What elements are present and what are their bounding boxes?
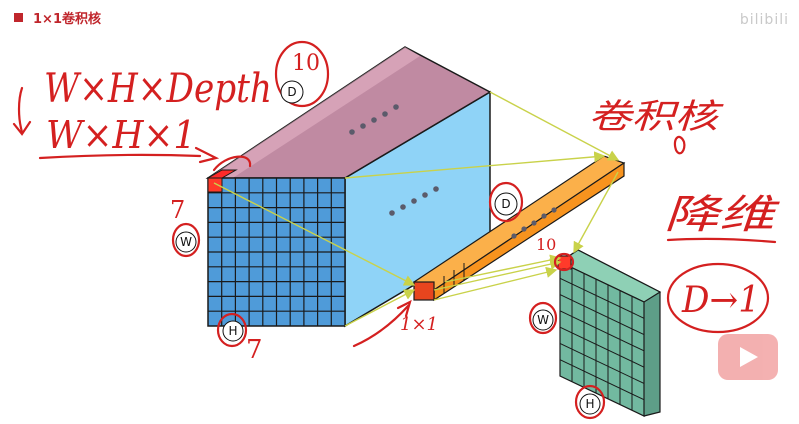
num-10-top: 10 [292,51,320,76]
input-volume [205,46,492,328]
reduce-label-cn: 降维 [664,192,781,238]
output-front-grid [559,267,645,411]
badge-h-right: H [585,397,594,411]
badge-w-right: W [537,313,549,327]
badge-d-mid: D [501,197,510,211]
depth-ellipsis-dots [349,104,439,216]
video-play-button[interactable] [718,334,778,380]
output-map [557,249,662,417]
num-7-bottom: 7 [246,335,263,365]
formula-depth: W×H×Depth [44,66,272,112]
kernel-1x1 [412,155,626,302]
handwriting-strokes [12,40,777,420]
watermark: bilibili [739,12,789,28]
num-10-mid: 10 [536,235,556,254]
badge-d-top: D [287,85,296,99]
label-1x1: 1×1 [400,314,438,335]
projection-arrows [213,91,620,327]
kernel-ellipsis-dots [511,207,557,239]
page-title: 1×1卷积核 [33,12,101,27]
formula-one: W×H×1 [46,113,196,157]
title-bar: 1×1卷积核 [14,8,101,27]
badge-h-left: H [228,324,237,338]
title-marker-icon [14,13,23,22]
d-to-1-label: D→1 [681,280,760,321]
play-icon [740,347,758,367]
kernel-front-cell [413,281,435,301]
kernel-label-cn: 卷积核 [588,97,724,137]
output-front-face [559,261,645,417]
num-7-left: 7 [170,196,185,224]
input-front-grid [208,178,345,326]
badge-w-left: W [180,235,192,249]
